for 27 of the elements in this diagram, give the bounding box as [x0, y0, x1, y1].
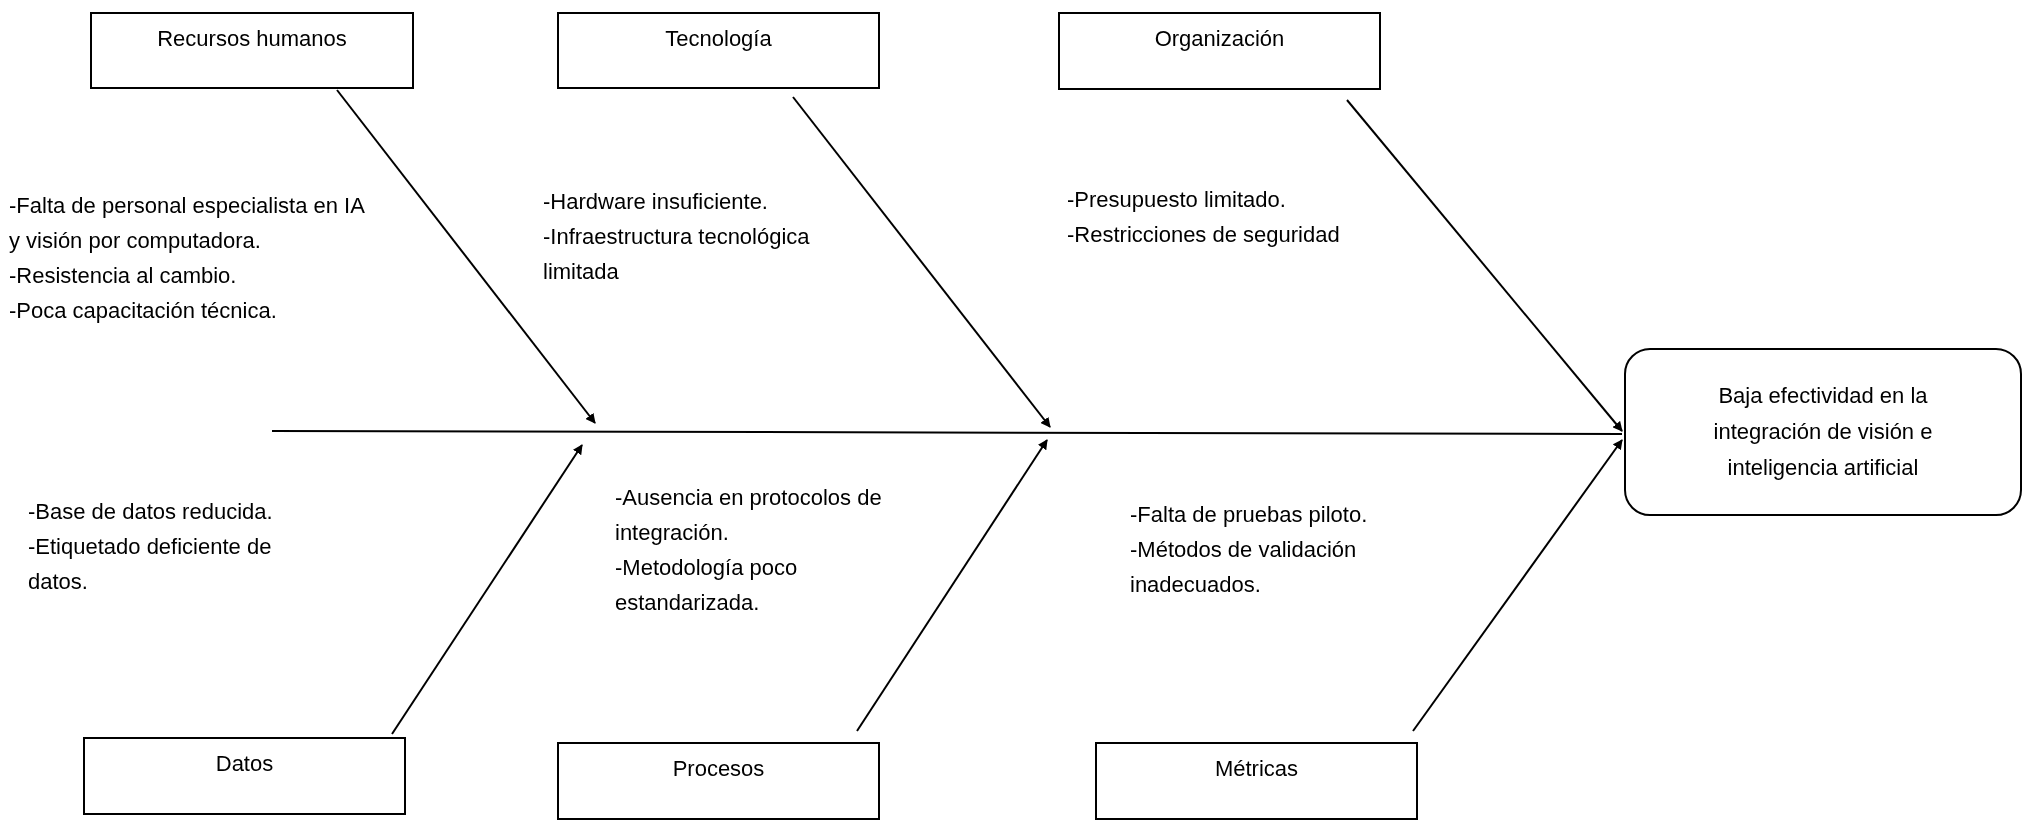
- arrow: [391, 444, 583, 735]
- category-box: Datos: [83, 737, 406, 815]
- arrow: [792, 96, 1051, 428]
- spine-line: [271, 430, 1623, 435]
- cause-text: -Hardware insuficiente.: [543, 188, 769, 216]
- category-box: Procesos: [557, 742, 880, 820]
- cause-text: -Etiquetado deficiente de datos.: [28, 533, 273, 596]
- category-box: Organización: [1058, 12, 1381, 90]
- arrow: [1346, 99, 1623, 432]
- cause-text: -Presupuesto limitado.: [1067, 186, 1287, 214]
- category-box: Recursos humanos: [90, 12, 414, 89]
- cause-text: -Resistencia al cambio.: [9, 262, 238, 290]
- cause-text: -Falta de pruebas piloto.: [1130, 501, 1369, 529]
- cause-text: -Falta de personal especialista en IA y visión por computadora.: [9, 192, 366, 255]
- cause-text: -Métodos de validación inadecuados.: [1130, 536, 1358, 599]
- cause-text: -Base de datos reducida.: [28, 498, 274, 526]
- effect-box: Baja efectividad en la integración de visión e inteligencia artificial: [1624, 348, 2022, 516]
- cause-text: -Ausencia en protocolos de integración.: [615, 484, 883, 547]
- cause-text: -Metodología poco estandarizada.: [615, 554, 799, 617]
- arrow: [336, 89, 596, 424]
- category-box: Métricas: [1095, 742, 1418, 820]
- cause-text: -Poca capacitación técnica.: [9, 297, 278, 325]
- cause-text: -Infraestructura tecnológica limitada: [543, 223, 811, 286]
- arrow: [856, 439, 1048, 732]
- arrow: [1412, 439, 1623, 732]
- cause-text: -Restricciones de seguridad: [1067, 221, 1341, 249]
- category-box: Tecnología: [557, 12, 880, 89]
